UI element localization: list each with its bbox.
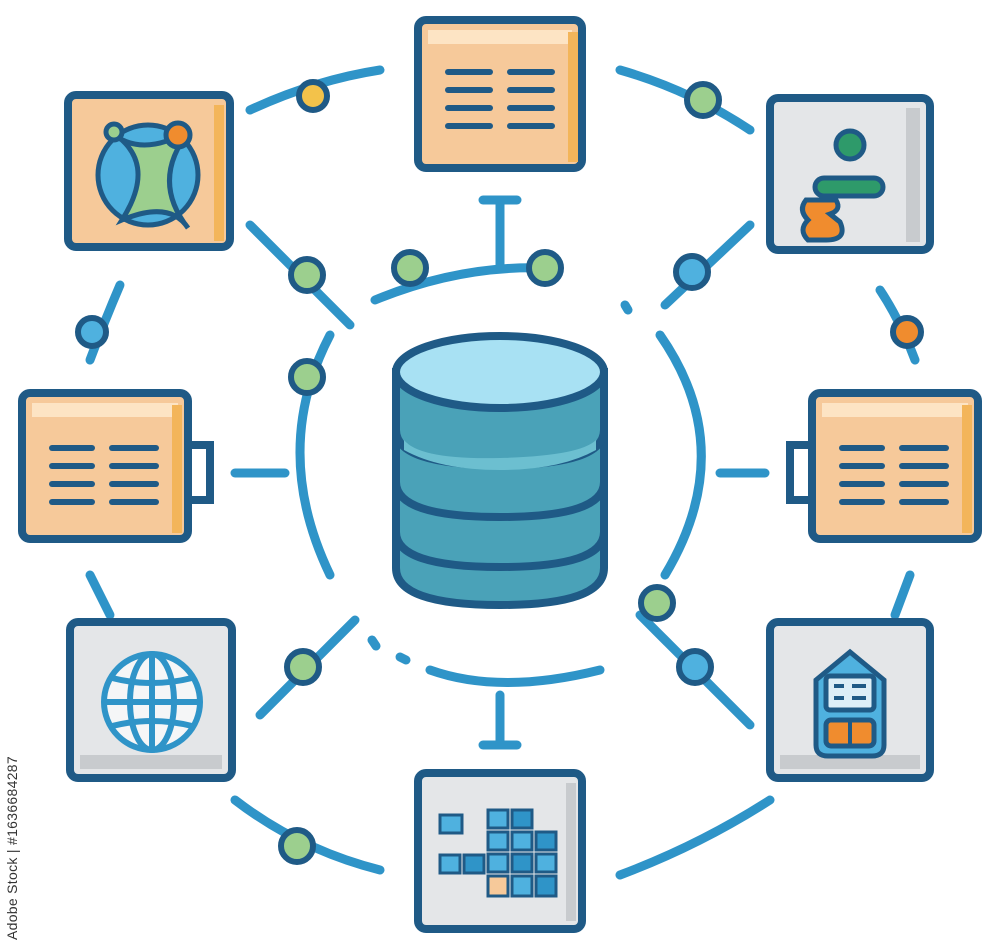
node-green bbox=[638, 584, 676, 622]
node-blue bbox=[75, 315, 109, 349]
node-yellow bbox=[296, 79, 330, 113]
stock-watermark: Adobe Stock | #1636684287 bbox=[4, 756, 20, 940]
node-green bbox=[288, 358, 326, 396]
node-green bbox=[526, 249, 564, 287]
outer-arc-bottom-right bbox=[615, 795, 775, 880]
connector-nodes bbox=[75, 79, 924, 865]
node-green bbox=[684, 81, 722, 119]
database-top bbox=[392, 332, 608, 412]
card-left-tab bbox=[190, 441, 214, 504]
card-right-tab bbox=[786, 441, 810, 504]
card-bottom-right-mobile bbox=[766, 618, 934, 782]
spoke-left-down bbox=[85, 570, 115, 620]
database-icon bbox=[392, 332, 608, 610]
globe-icon bbox=[101, 651, 203, 753]
node-green bbox=[391, 249, 429, 287]
node-blue bbox=[673, 253, 711, 291]
card-top-document bbox=[414, 16, 586, 172]
dash-3 bbox=[395, 652, 411, 665]
document-icon bbox=[49, 445, 159, 505]
node-orange bbox=[890, 315, 924, 349]
card-bottom-blocks bbox=[414, 769, 586, 933]
inner-arc-top bbox=[370, 263, 550, 305]
node-blue bbox=[676, 648, 714, 686]
database-highlight bbox=[404, 440, 596, 470]
card-right-document bbox=[786, 389, 982, 543]
card-left-document bbox=[18, 389, 214, 543]
node-green bbox=[288, 256, 326, 294]
card-bottom-left-globe bbox=[66, 618, 236, 782]
data-blocks-icon bbox=[438, 808, 558, 898]
network-sphere-icon bbox=[95, 120, 201, 230]
database-band bbox=[392, 531, 608, 572]
inner-arc-right bbox=[655, 330, 706, 580]
node-green bbox=[284, 648, 322, 686]
database-band bbox=[392, 481, 608, 522]
card-top-left-network bbox=[64, 91, 234, 251]
user-profile-icon bbox=[800, 128, 886, 243]
dash-2 bbox=[367, 635, 381, 651]
inner-arc-bottom bbox=[425, 665, 605, 687]
node-green bbox=[278, 827, 316, 865]
dash-1 bbox=[620, 300, 633, 315]
mobile-device-icon bbox=[813, 648, 887, 759]
spoke-right-down bbox=[890, 570, 915, 620]
database-body bbox=[392, 368, 608, 610]
card-top-right-user bbox=[766, 94, 934, 254]
document-icon bbox=[839, 445, 949, 505]
document-icon bbox=[445, 69, 555, 129]
